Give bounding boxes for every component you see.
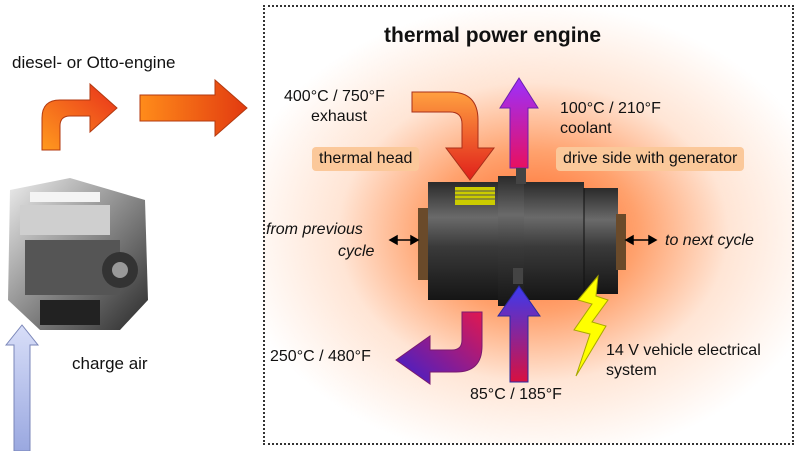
electrical-system-label-2: system	[606, 362, 657, 379]
inlet-temp-label: 85°C / 185°F	[470, 386, 562, 403]
exhaust-label: exhaust	[311, 108, 368, 125]
to-next-double-arrow	[624, 234, 658, 246]
engine-type-label: diesel- or Otto-engine	[12, 53, 176, 72]
coolant-label: coolant	[560, 120, 612, 137]
thermal-head-tag: thermal head	[312, 147, 420, 171]
engine-block-image	[8, 178, 148, 330]
thermal-engine-machine	[418, 168, 626, 306]
return-temp-label: 250°C / 480°F	[270, 348, 371, 365]
coolant-arrow	[499, 77, 539, 169]
return-arrow	[395, 311, 483, 385]
flow-arrow-right	[139, 78, 248, 138]
from-previous-label-2: cycle	[338, 243, 375, 260]
charge-air-label: charge air	[72, 354, 148, 373]
inlet-arrow	[497, 285, 541, 383]
exhaust-temp-label: 400°C / 750°F	[284, 88, 385, 105]
exhaust-arrow	[411, 91, 495, 181]
lightning-bolt-icon	[573, 274, 609, 377]
drive-side-tag: drive side with generator	[556, 147, 745, 171]
diagram-title: thermal power engine	[384, 24, 602, 47]
to-next-cycle-label: to next cycle	[665, 232, 754, 249]
from-previous-label-1: from previous	[266, 221, 363, 238]
from-previous-double-arrow	[388, 234, 420, 246]
bent-exhaust-arrow	[41, 82, 118, 151]
electrical-system-label-1: 14 V vehicle electrical	[606, 342, 761, 359]
coolant-temp-label: 100°C / 210°F	[560, 100, 661, 117]
charge-air-arrow	[4, 324, 40, 451]
